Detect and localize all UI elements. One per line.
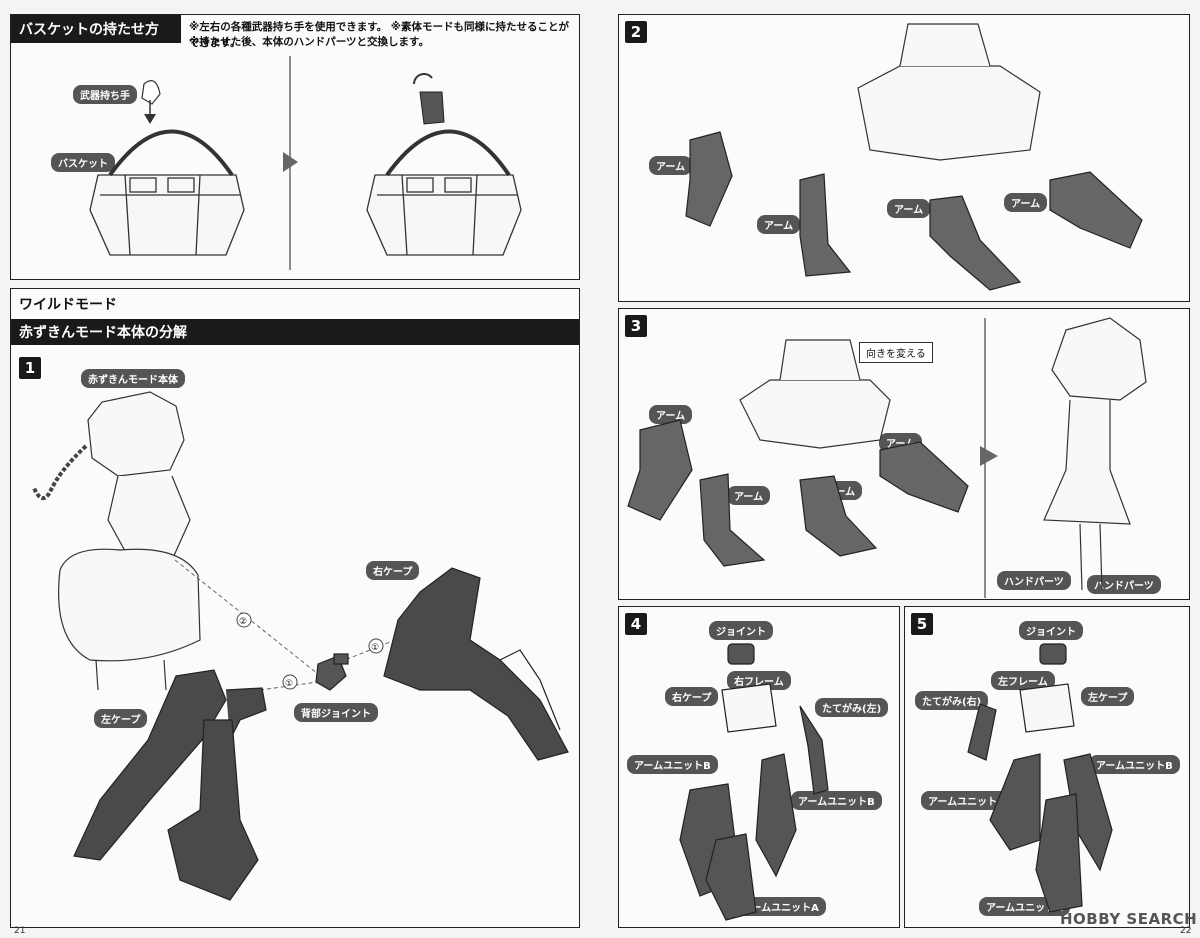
body-label: 赤ずきんモード本体	[81, 369, 185, 388]
basket-header: バスケットの持たせ方	[11, 15, 181, 43]
step2-arms-drawing	[685, 131, 1143, 291]
basket-title: バスケットの持たせ方	[19, 22, 159, 38]
step-2-number: 2	[625, 21, 647, 43]
step2-arm-label-2: アーム	[757, 215, 801, 234]
basket-drawing-1	[89, 129, 245, 256]
step5-cape-label: 左ケープ	[1081, 687, 1135, 706]
step-3-number: 3	[625, 315, 647, 337]
rotate-arrow-icon	[413, 73, 433, 85]
step3-arms-drawing	[627, 419, 969, 567]
step5-frame-label: 左フレーム	[991, 671, 1055, 690]
step2-arm-label-4: アーム	[1004, 193, 1048, 212]
step-5-number: 5	[911, 613, 933, 635]
step2-arm-label-1: アーム	[649, 156, 693, 175]
hand-icon	[141, 80, 161, 105]
step5-joint-label: ジョイント	[1019, 621, 1083, 640]
wild-mode-title: ワイルドモード	[19, 297, 117, 313]
hand-grip-icon	[419, 91, 445, 125]
step3-arm-label-1: アーム	[649, 405, 693, 424]
basket-note-2: ※持たせた後、本体のハンドパーツと交換します。	[189, 36, 429, 48]
step4-unit-b-label-1: アームユニットB	[627, 755, 718, 774]
step-4-number: 4	[625, 613, 647, 635]
back-joint-drawing	[315, 653, 349, 691]
wild-mode-subtitle: 赤ずきんモード本体の分解	[19, 325, 187, 341]
back-joint-label: 背部ジョイント	[294, 703, 378, 722]
marker-1b: ①	[371, 643, 379, 653]
left-cape-drawing	[73, 669, 267, 901]
marker-1a: ①	[285, 679, 293, 689]
step4-unit-a-label: アームユニットA	[735, 897, 826, 916]
step3-callout: 向きを変える	[859, 342, 933, 363]
step2-torso-drawing	[857, 23, 1041, 161]
basket-label: バスケット	[51, 153, 115, 172]
step4-parts-drawing	[679, 643, 829, 921]
step3-torso-drawing	[739, 339, 891, 449]
body-drawing	[58, 391, 201, 691]
step-4-panel: 4 ジョイント 右フレーム 右ケープ たてがみ(左) アームユニットB アームユ…	[618, 606, 900, 928]
step5-parts-drawing	[967, 643, 1113, 913]
step5-unit-b-label-1: アームユニットB	[1089, 755, 1180, 774]
watermark: HOBBY SEARCH	[1060, 910, 1198, 928]
hand-label: 武器持ち手	[73, 85, 137, 104]
step3-figure-drawing	[1043, 317, 1147, 591]
left-cape-label: 左ケープ	[94, 709, 148, 728]
step4-mane-label: たてがみ(左)	[815, 698, 889, 717]
step-1-number: 1	[19, 357, 41, 379]
braid-icon	[32, 444, 88, 500]
step4-cape-label: 右ケープ	[665, 687, 719, 706]
marker-2: ②	[239, 617, 247, 627]
arrow-right-icon-2	[980, 446, 998, 466]
hand-parts-label-2: ハンドパーツ	[1087, 575, 1161, 594]
right-cape-drawing	[383, 567, 569, 761]
hand-parts-label-1: ハンドパーツ	[997, 571, 1071, 590]
step5-unit-b-label-2: アームユニットB	[921, 791, 1012, 810]
basket-drawing-2	[366, 129, 522, 256]
right-cape-label: 右ケープ	[366, 561, 420, 580]
page-number-left: 21	[14, 926, 26, 936]
step5-mane-label: たてがみ(右)	[915, 691, 989, 710]
step-markers	[236, 612, 384, 690]
step3-arm-label-2: アーム	[727, 486, 771, 505]
wild-mode-subheader: 赤ずきんモード本体の分解	[11, 319, 579, 345]
step4-frame-label: 右フレーム	[727, 671, 791, 690]
step4-joint-label: ジョイント	[709, 621, 773, 640]
step2-arm-label-3: アーム	[887, 199, 931, 218]
basket-note-1: ※左右の各種武器持ち手を使用できます。 ※素体モードも同様に持たせることができま…	[189, 21, 570, 49]
step4-unit-b-label-2: アームユニットB	[791, 791, 882, 810]
arrow-right-icon	[283, 152, 298, 172]
page-number-right: 22	[1180, 926, 1192, 936]
